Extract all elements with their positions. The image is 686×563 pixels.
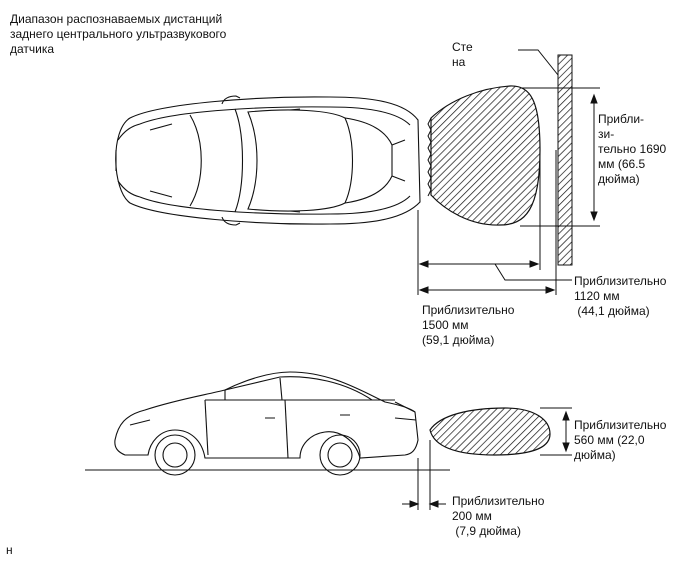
diagram-title: Диапазон распознаваемых дистанций заднег… (10, 12, 227, 56)
car-top-view (115, 95, 421, 226)
wall (557, 54, 573, 266)
detection-zone-side (429, 407, 551, 456)
distance-200-label: Приблизительно 200 мм (7,9 дюйма) (452, 494, 545, 538)
detection-width-label: Прибли- зи- тельно 1690 мм (66.5 дюйма) (598, 112, 667, 186)
wall-label: Сте на (452, 40, 473, 69)
detection-height-label: Приблизительно 560 мм (22,0 дюйма) (574, 418, 667, 462)
car-side-view (114, 371, 419, 476)
footer-mark: н (6, 543, 13, 557)
distance-1500-label: Приблизительно 1500 мм (59,1 дюйма) (422, 303, 515, 347)
detection-zone-top (430, 85, 541, 226)
distance-1120-label: Приблизительно 1120 мм (44,1 дюйма) (574, 274, 667, 318)
